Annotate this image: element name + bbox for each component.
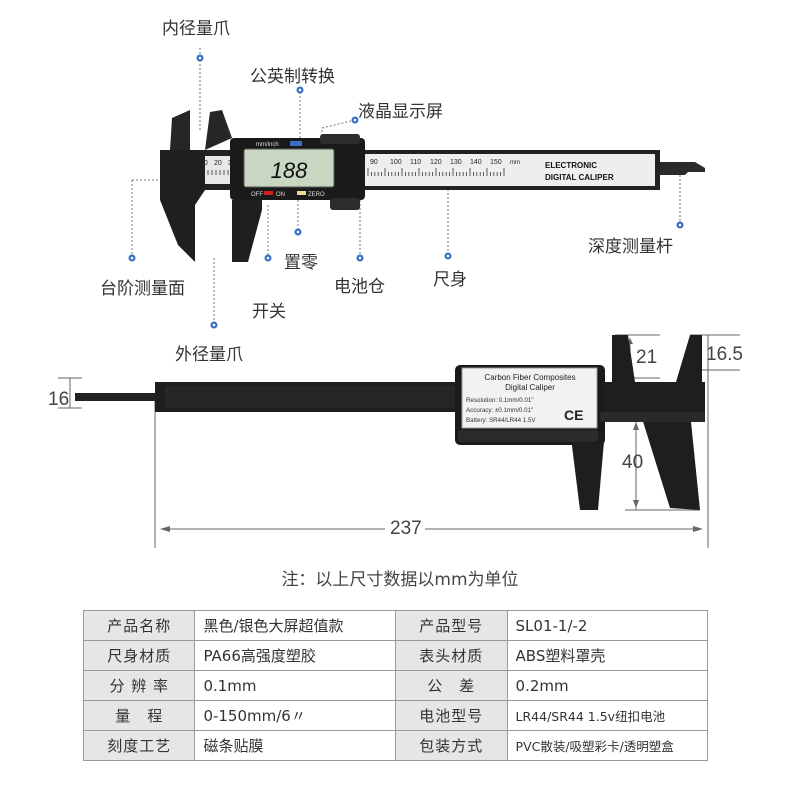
- zero-label: ZERO: [308, 192, 325, 198]
- dim-jaw-depth: 40: [622, 452, 644, 473]
- scale-number: 20: [214, 160, 222, 167]
- label-resolution: Resolution: 0.1mm/0.01": [466, 397, 534, 404]
- lcd-reading: 188: [271, 158, 308, 183]
- spec-key: 量 程: [82, 700, 196, 731]
- spec-value: 0.1mm: [194, 670, 397, 701]
- callout-outer-jaw: 外径量爪: [175, 345, 243, 365]
- unit-button: [290, 141, 302, 146]
- spec-value: PA66高强度塑胶: [194, 640, 397, 671]
- label-battery: Battery: SR44/LR44 1.5V: [466, 417, 536, 424]
- on-label: ON: [276, 192, 285, 198]
- dim-inner-jaw: 21: [636, 347, 658, 368]
- spec-value: SL01-1/-2: [506, 610, 709, 641]
- table-row: 刻度工艺 磁条贴膜 包装方式 PVC散装/吸塑彩卡/透明塑盒: [82, 730, 709, 761]
- spec-key: 表头材质: [395, 640, 508, 671]
- top-outer-jaw-fixed: [160, 150, 205, 262]
- scale-number: 90: [370, 159, 378, 166]
- spec-key: 包装方式: [395, 730, 508, 761]
- callout-battery: 电池仓: [334, 277, 385, 297]
- scale-number: 120: [430, 159, 442, 166]
- spec-value: 0.2mm: [506, 670, 709, 701]
- spec-key: 产品名称: [82, 610, 196, 641]
- spec-key: 尺身材质: [82, 640, 196, 671]
- table-row: 分 辨 率 0.1mm 公 差 0.2mm: [82, 670, 709, 701]
- top-brand-line1: ELECTRONIC: [545, 161, 597, 170]
- callout-lcd: 液晶显示屏: [358, 102, 443, 122]
- callout-step-face: 台阶测量面: [100, 279, 185, 299]
- ce-mark: CE: [564, 407, 583, 423]
- top-caliper-diagram: 901001101201301401500102030 mm ELECTRONI…: [128, 48, 705, 329]
- spec-key: 电池型号: [395, 700, 508, 731]
- spec-value: 磁条贴膜: [194, 730, 397, 761]
- spec-value: 0-150mm/6〃: [194, 700, 397, 731]
- unit-button-label: mm/inch: [256, 142, 279, 148]
- bottom-caliper-diagram: Carbon Fiber Composites Digital Caliper …: [58, 334, 740, 548]
- zero-button: [297, 191, 306, 195]
- callout-unit-switch: 公英制转换: [250, 67, 335, 87]
- label-title2: Digital Caliper: [505, 383, 555, 392]
- top-scale-unit: mm: [510, 160, 520, 166]
- dim-length: 237: [390, 518, 422, 539]
- units-note: 注：以上尺寸数据以mm为单位: [281, 570, 519, 590]
- scale-number: 110: [410, 159, 421, 166]
- scale-number: 140: [470, 159, 482, 166]
- spec-table: 产品名称 黑色/银色大屏超值款 产品型号 SL01-1/-2 尺身材质 PA66…: [82, 610, 709, 761]
- callout-inner-jaw: 内径量爪: [162, 19, 230, 39]
- spec-key: 分 辨 率: [82, 670, 196, 701]
- off-button: [264, 191, 273, 195]
- top-inner-jaw-fixed: [170, 110, 190, 150]
- top-brand-line2: DIGITAL CALIPER: [545, 173, 614, 182]
- spec-value: ABS塑料罩壳: [506, 640, 709, 671]
- spec-key: 产品型号: [395, 610, 508, 641]
- spec-key: 刻度工艺: [82, 730, 196, 761]
- top-outer-jaw-moving: [232, 200, 262, 262]
- label-title1: Carbon Fiber Composites: [484, 373, 575, 382]
- label-accuracy: Accuracy: ±0.1mm/0.01": [466, 407, 533, 414]
- spec-label-plate: [461, 367, 598, 429]
- spec-value: PVC散装/吸塑彩卡/透明塑盒: [506, 730, 709, 761]
- off-label: OFF: [251, 192, 263, 198]
- scale-number: 100: [390, 159, 402, 166]
- callout-depth-rod: 深度测量杆: [588, 237, 673, 257]
- spec-value: LR44/SR44 1.5v纽扣电池: [506, 700, 709, 731]
- spec-value: 黑色/银色大屏超值款: [194, 610, 397, 641]
- battery-cover: [320, 134, 360, 144]
- scale-number: 150: [490, 159, 502, 166]
- table-row: 产品名称 黑色/银色大屏超值款 产品型号 SL01-1/-2: [82, 610, 709, 641]
- dim-depth-rod: 16: [48, 389, 70, 410]
- scale-number: 130: [450, 159, 462, 166]
- table-row: 量 程 0-150mm/6〃 电池型号 LR44/SR44 1.5v纽扣电池: [82, 700, 709, 731]
- callout-power: 开关: [252, 302, 286, 322]
- spec-key: 公 差: [395, 670, 508, 701]
- lcd-screen: [243, 148, 335, 188]
- callout-ruler-body: 尺身: [433, 270, 467, 290]
- table-row: 尺身材质 PA66高强度塑胶 表头材质 ABS塑料罩壳: [82, 640, 709, 671]
- callout-zero: 置零: [284, 253, 318, 273]
- dim-inner-jaw-right: 16.5: [706, 344, 743, 365]
